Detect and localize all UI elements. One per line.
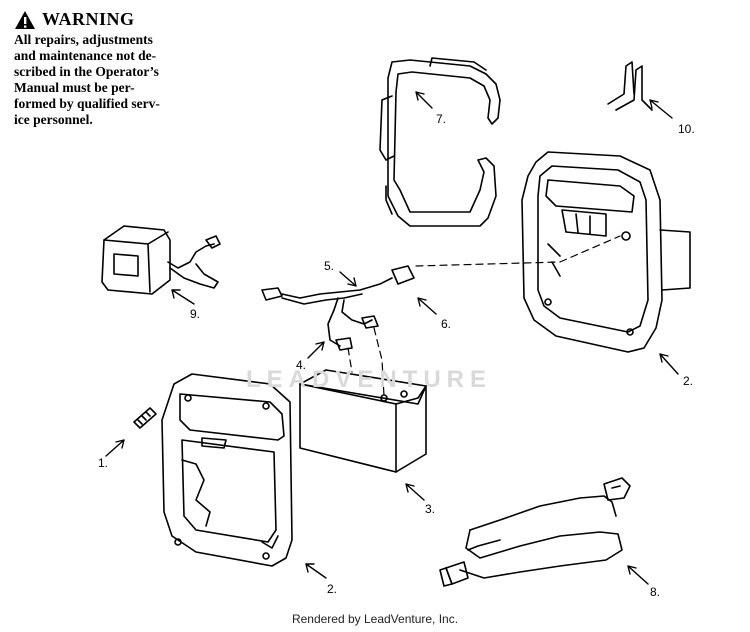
part-7-handle-frame	[379, 57, 501, 227]
warning-line: and maintenance not de-	[14, 48, 157, 63]
callout-9: 9.	[190, 307, 201, 321]
warning-line: Manual must be per-	[14, 80, 135, 95]
callout-10: 10.	[678, 122, 695, 136]
warning-line: All repairs, adjustments	[14, 32, 153, 47]
callout-3: 3.	[425, 502, 436, 516]
footer-credit: Rendered by LeadVenture, Inc.	[291, 612, 459, 626]
part-10-wire-hanger	[607, 61, 653, 111]
warning-header: WARNING	[14, 9, 204, 30]
part-9-charger	[101, 225, 221, 295]
warning-triangle-icon	[15, 10, 35, 29]
callout-5: 5.	[324, 259, 335, 273]
warning-text: All repairs, adjustments and maintenance…	[14, 32, 204, 128]
callout-8: 8.	[650, 585, 661, 599]
callout-2-front: 2.	[327, 582, 338, 596]
warning-line: ice personnel.	[14, 112, 93, 127]
callout-1: 1.	[98, 456, 109, 470]
part-8-strap	[439, 477, 631, 587]
callout-arrows	[105, 91, 679, 585]
connection-lines	[347, 235, 621, 397]
warning-line: formed by qualified serv-	[14, 96, 160, 111]
watermark-text: LEADVENTURE	[246, 366, 493, 393]
callout-2-rear: 2.	[683, 374, 694, 388]
callout-4: 4.	[296, 358, 307, 372]
callout-6: 6.	[441, 317, 452, 331]
part-2-rear-housing	[521, 151, 691, 353]
part-5-harness	[261, 265, 415, 305]
callout-7: 7.	[436, 112, 447, 126]
warning-title: WARNING	[42, 9, 135, 29]
part-3-battery	[299, 369, 427, 473]
warning-block: WARNING All repairs, adjustments and mai…	[14, 9, 204, 128]
part-2-front-housing	[161, 373, 293, 567]
part-1-screw	[133, 407, 157, 429]
part-4-battery-leads	[327, 297, 379, 351]
warning-line: scribed in the Operator’s	[14, 64, 159, 79]
